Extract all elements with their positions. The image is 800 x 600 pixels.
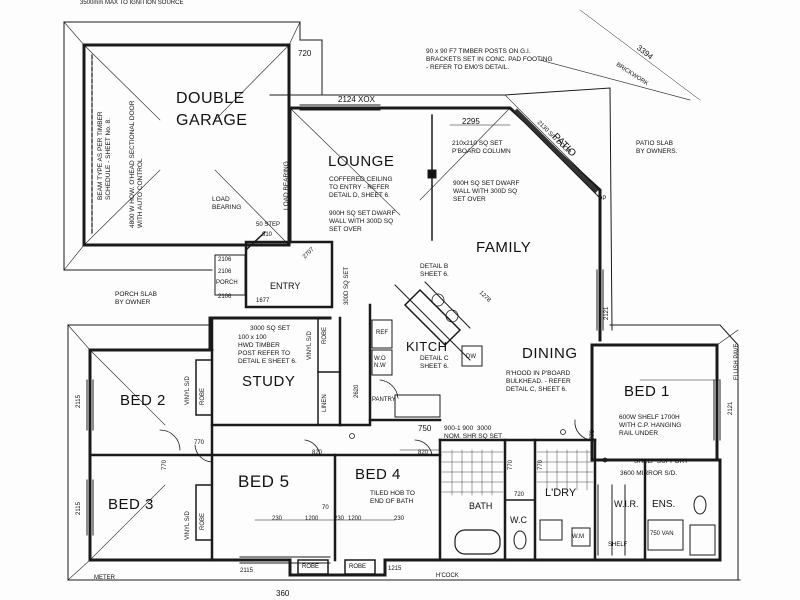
dim-750: 750 [418, 424, 432, 433]
note-pantry: PANTRY [372, 397, 396, 403]
note-porch-slab: PORCH SLAB BY OWNER [115, 291, 157, 306]
note-robe-bed5: ROBE [302, 564, 320, 570]
note-detail-b: DETAIL B SHEET 6. [420, 263, 449, 278]
note-patio-slab: PATIO SLAB BY OWNERS. [636, 140, 678, 155]
note-coffered-ceiling: COFFERED CEILING TO ENTRY - REFER DETAIL… [329, 176, 393, 199]
note-sq-set-300: 300D SQ SET [344, 266, 350, 305]
note-porch: PORCH [216, 280, 238, 286]
note-flush-pave: FLUSH PAVE [734, 343, 740, 380]
note-dw: DW [466, 354, 476, 360]
dim-2115-b: 2115 [76, 502, 82, 515]
room-double-garage: DOUBLE GARAGE [176, 90, 248, 129]
note-load-bearing-2: LOAD BEARING [283, 161, 290, 210]
dim-820-b: 820 [418, 450, 429, 456]
note-bulkhead: R'HOOD IN P'BOARD BULKHEAD. - REFER DETA… [506, 370, 571, 393]
room-family: FAMILY [476, 239, 532, 256]
dim-2115-c: 2115 [240, 568, 253, 574]
room-laundry: L'DRY [545, 487, 577, 499]
note-timber-posts: 90 x 90 F7 TIMBER POSTS ON G.I. BRACKETS… [426, 48, 553, 71]
note-dwarf-wall-family: 900H SQ SET DWARF WALL WITH 300D SQ SET … [453, 180, 520, 203]
note-sq-set-study: 3000 SQ SET [250, 325, 291, 332]
note-vinyl-sd: VINYL S/D [307, 331, 313, 360]
room-entry: ENTRY [270, 281, 301, 291]
dim-2121-b: 2121 [728, 401, 734, 415]
note-ignition-source: 3500mm MAX TO IGNITION SOURCE [80, 0, 184, 6]
room-bed1: BED 1 [624, 383, 670, 400]
note-step: 50 STEP [256, 222, 281, 228]
note-timber-post-study: 100 x 100 HWD TIMBER POST REFER TO DETAI… [238, 334, 297, 365]
room-kitchen: KITCH [406, 339, 448, 354]
dim-2620: 2620 [354, 384, 360, 398]
note-robe-bed3: ROBE [200, 512, 206, 530]
room-bed5: BED 5 [238, 472, 290, 491]
note-beam: BEAM TYPE AS PER TIMBER SCHEDULE - SHEET… [97, 111, 112, 200]
room-lounge: LOUNGE [328, 153, 395, 170]
room-dining: DINING [522, 345, 578, 362]
note-dp: DP [598, 196, 607, 202]
note-wo-nw: W.O N.W [374, 356, 386, 369]
note-ref: REF [376, 330, 388, 336]
note-shelf: SHELF [608, 542, 628, 548]
dim-2106-c: 2106 [218, 294, 232, 300]
note-robe-study: ROBE [322, 326, 328, 344]
dim-770-e: 770 [590, 429, 596, 440]
dim-770-c: 770 [508, 459, 514, 470]
note-mirror: 3600 MIRROR S/D. [620, 470, 678, 477]
note-nom-sq-set: 900-1 900 3000 NOM. SHR SQ SET [444, 425, 503, 440]
note-shelf-support: SHELF SUPPORT [634, 458, 689, 465]
dim-770-d: 770 [538, 459, 544, 470]
note-detail-c: DETAIL C SHEET 6. [420, 355, 449, 370]
note-shelf-bed1: 600W SHELF 1700H WITH C.P. HANGING RAIL … [619, 414, 682, 437]
dim-230-c: 230 [394, 516, 405, 522]
dim-770-b: 770 [162, 459, 168, 470]
note-vinyl-sd-2: VINYL S/D [185, 376, 191, 405]
dim-820-a: 820 [312, 450, 323, 456]
note-tiled-hob: TILED HOB TO END OF BATH [370, 490, 415, 505]
dim-2115-a: 2115 [76, 395, 82, 408]
room-wir: W.I.R. [614, 499, 639, 509]
dim-770-a: 770 [194, 440, 205, 446]
dim-2295: 2295 [462, 117, 480, 126]
dim-70: 70 [322, 505, 329, 511]
dim-360: 360 [276, 589, 290, 598]
dim-230-a: 230 [272, 516, 283, 522]
dim-720-b: 720 [514, 492, 525, 498]
note-meter: METER [94, 575, 115, 581]
note-robe-bed2: ROBE [200, 387, 206, 405]
dim-1200-b: 1200 [348, 516, 362, 522]
dim-1200-a: 1200 [305, 516, 319, 522]
room-study: STUDY [242, 373, 296, 390]
room-bed2: BED 2 [120, 392, 166, 409]
note-load-bearing-1: LOAD BEARING [212, 196, 242, 211]
room-wc: W.C [510, 515, 527, 525]
note-van: 750 VAN [650, 531, 674, 537]
dim-2106-a: 2106 [218, 257, 232, 263]
room-bed4: BED 4 [355, 466, 401, 483]
dim-2106-b: 2106 [218, 269, 232, 275]
dim-810: 810 [262, 232, 273, 238]
room-bath: BATH [469, 501, 493, 511]
note-linen: LINEN [322, 394, 328, 412]
note-dwarf-wall-lounge: 900H SQ SET DWARF WALL WITH 300D SQ SET … [329, 210, 396, 233]
note-vinyl-sd-bed3: VINYL S/D [185, 511, 191, 540]
dim-720: 720 [298, 49, 312, 58]
note-garage-door: 4800 W HOW. O'HEAD SECTIONAL DOOR WITH A… [129, 100, 144, 228]
room-ens: ENS. [652, 499, 676, 510]
dim-2124: 2124 XOX [338, 95, 375, 104]
note-robe-bed4: ROBE [349, 564, 367, 570]
note-hcock: H'COCK [436, 573, 459, 579]
dim-2121: 2121 [604, 306, 610, 320]
room-bed3: BED 3 [108, 496, 154, 513]
note-wm: W.M [572, 534, 584, 540]
dim-230-b: 230 [334, 516, 345, 522]
dim-1677: 1677 [256, 298, 270, 304]
dim-1215: 1215 [388, 566, 402, 572]
note-pboard-column: 210x210 SQ SET P'BOARD COLUMN [452, 140, 511, 155]
